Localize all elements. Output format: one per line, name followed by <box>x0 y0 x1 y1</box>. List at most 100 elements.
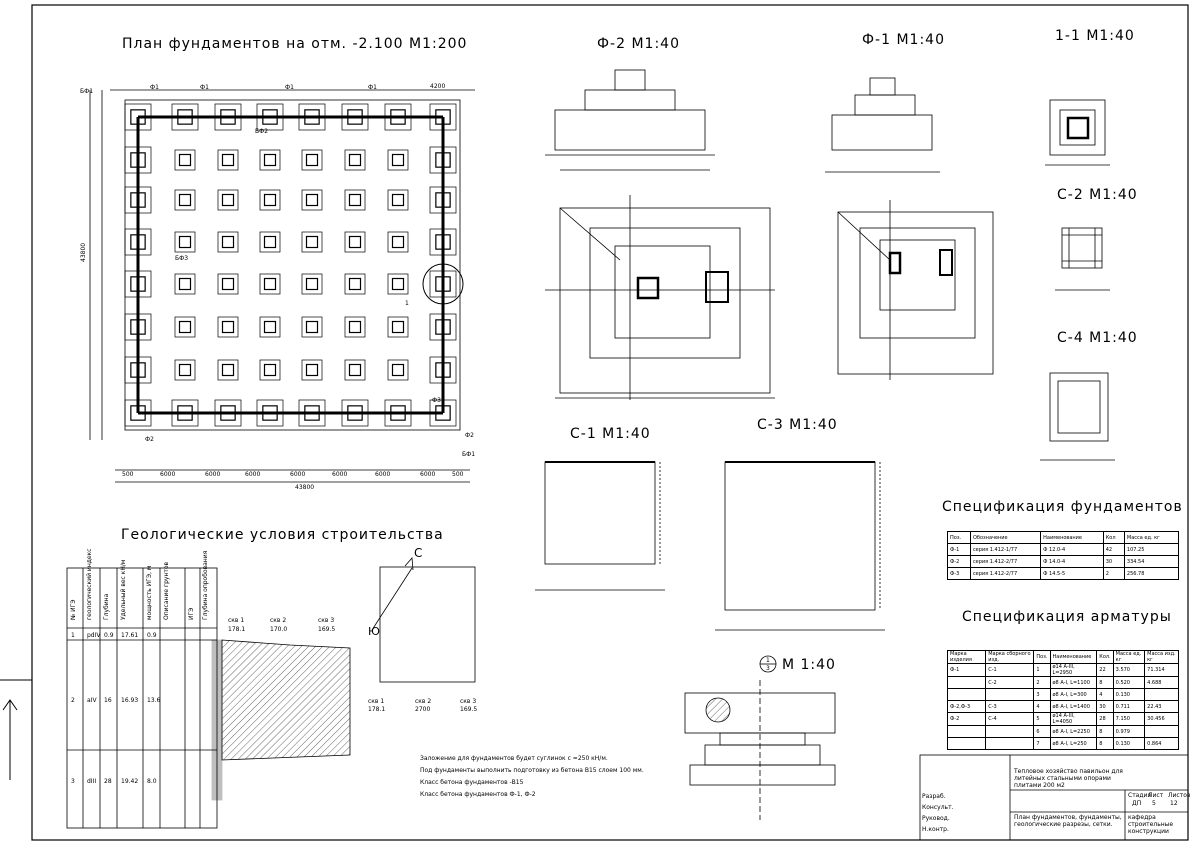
table-cell: 3 <box>1033 688 1051 701</box>
table-cell: Ф 12.0-4 <box>1040 543 1104 556</box>
plan-dim: 500 <box>452 471 464 478</box>
plan-label: 4200 <box>430 83 446 90</box>
borehole-label: скв 3 <box>318 617 335 624</box>
geo-header: ИГЭ <box>188 607 195 620</box>
table-cell <box>1144 688 1179 701</box>
foundation-footing <box>344 316 366 338</box>
foundation-footing <box>305 320 319 334</box>
table-cell <box>946 688 987 701</box>
borehole-mark: 170.0 <box>270 626 288 633</box>
table-cell: серия 1.412-2/77 <box>969 555 1042 568</box>
foundation-footing <box>391 277 405 291</box>
plan-dim: 6000 <box>420 471 436 478</box>
table-cell: 22.43 <box>1144 700 1179 713</box>
table-cell: 6 <box>1033 725 1051 738</box>
table-cell: серия 1.412-1/77 <box>969 543 1042 556</box>
table-cell: 71.314 <box>1144 663 1179 677</box>
plan-overall-dim-left: 43800 <box>80 242 87 262</box>
foundation-footing <box>391 235 405 249</box>
foundation-footing <box>178 363 192 377</box>
mesh-c3 <box>715 461 885 631</box>
geo-header: мощность ИГЭ, м <box>146 565 153 620</box>
foundation-footing <box>301 149 323 171</box>
note-line: Класс бетона фундаментов Ф-1, Ф-2 <box>420 791 536 798</box>
table-cell: ø8 А-I, L=300 <box>1049 688 1098 701</box>
plan-label: Ф2 <box>465 432 474 439</box>
foundation-footing <box>174 359 196 381</box>
table-header-cell: Кол. <box>1096 650 1114 664</box>
foundation-footing <box>387 359 409 381</box>
borehole-mark: 169.5 <box>318 626 336 633</box>
table-cell: 0.520 <box>1112 676 1146 689</box>
table-cell: ø14 А-III, L=4050 <box>1049 712 1098 726</box>
plan-label: БФ1 <box>462 451 476 458</box>
foundation-footing <box>344 359 366 381</box>
foundation-footing <box>221 153 235 167</box>
foundation-footing <box>217 359 239 381</box>
foundation-footing <box>178 153 192 167</box>
table-cell: Ф 14.0-4 <box>1040 555 1104 568</box>
site-well-label: скв 1 <box>368 698 385 705</box>
plan-dim: 6000 <box>160 471 176 478</box>
borehole-label: скв 1 <box>228 617 245 624</box>
foundation-footing <box>301 189 323 211</box>
title-block <box>919 754 1189 841</box>
foundation-footing <box>178 320 192 334</box>
stamp-sheet: 5 <box>1152 800 1156 807</box>
compass-south: Ю <box>368 625 380 638</box>
table-cell: 42 <box>1102 543 1125 556</box>
foundation-footing <box>178 193 192 207</box>
stamp-project: Тепловое хозяйство павильон для литейных… <box>1014 768 1123 789</box>
spec-rebar-title: Спецификация арматуры <box>962 609 1172 625</box>
note-line: Класс бетона фундаментов -В15 <box>420 779 524 786</box>
stamp-role: Руковод. <box>922 815 950 822</box>
geo-header: геологический индекс <box>86 548 93 620</box>
foundation-footing <box>178 277 192 291</box>
plan-title: План фундаментов на отм. -2.100 М1:200 <box>122 36 468 52</box>
table-cell <box>985 737 1035 750</box>
site-well-dist: 169.5 <box>460 706 478 713</box>
table-cell <box>946 725 987 738</box>
foundation-footing <box>221 235 235 249</box>
foundation-footing <box>301 273 323 295</box>
table-cell: 2 <box>1033 676 1051 689</box>
table-cell: Ф-1 <box>946 663 987 677</box>
plan-dim: 6000 <box>290 471 306 478</box>
geo-cell: 17.61 <box>121 632 139 639</box>
foundation-footing <box>263 277 277 291</box>
table-header-cell: Марка сборного изд. <box>985 650 1035 664</box>
table-header-cell: Кол <box>1102 531 1125 544</box>
foundation-footing <box>263 235 277 249</box>
detail-callout <box>422 263 464 305</box>
geo-cell: 0.9 <box>147 632 157 639</box>
foundation-footing <box>391 153 405 167</box>
table-header-cell: Наименование <box>1040 531 1104 544</box>
compass-north: С <box>414 546 423 560</box>
foundation-footing <box>259 189 281 211</box>
table-header-cell: Масса ед. кг <box>1123 531 1180 544</box>
foundation-footing <box>305 235 319 249</box>
foundation-footing <box>217 189 239 211</box>
foundation-footing <box>348 363 362 377</box>
table-cell: 4 <box>1033 700 1051 713</box>
foundation-footing <box>387 149 409 171</box>
foundation-footing <box>259 359 281 381</box>
foundation-footing <box>344 189 366 211</box>
stamp-sheets: 12 <box>1170 800 1178 807</box>
table-cell: 8 <box>1096 725 1114 738</box>
foundation-footing <box>391 363 405 377</box>
foundation-footing <box>305 193 319 207</box>
foundation-footing <box>263 320 277 334</box>
f1-title: Ф-1 М1:40 <box>862 32 945 48</box>
table-cell: 5 <box>1033 712 1051 726</box>
f2-elevation <box>545 69 775 400</box>
foundation-footing <box>221 363 235 377</box>
table-header-cell: Наименование <box>1049 650 1098 664</box>
sheet-frame <box>31 4 1189 841</box>
table-cell: С-1 <box>985 663 1035 677</box>
plan-label: Ф1 <box>200 84 209 91</box>
foundation-footing <box>348 320 362 334</box>
geo-cell: 8.0 <box>147 778 157 785</box>
